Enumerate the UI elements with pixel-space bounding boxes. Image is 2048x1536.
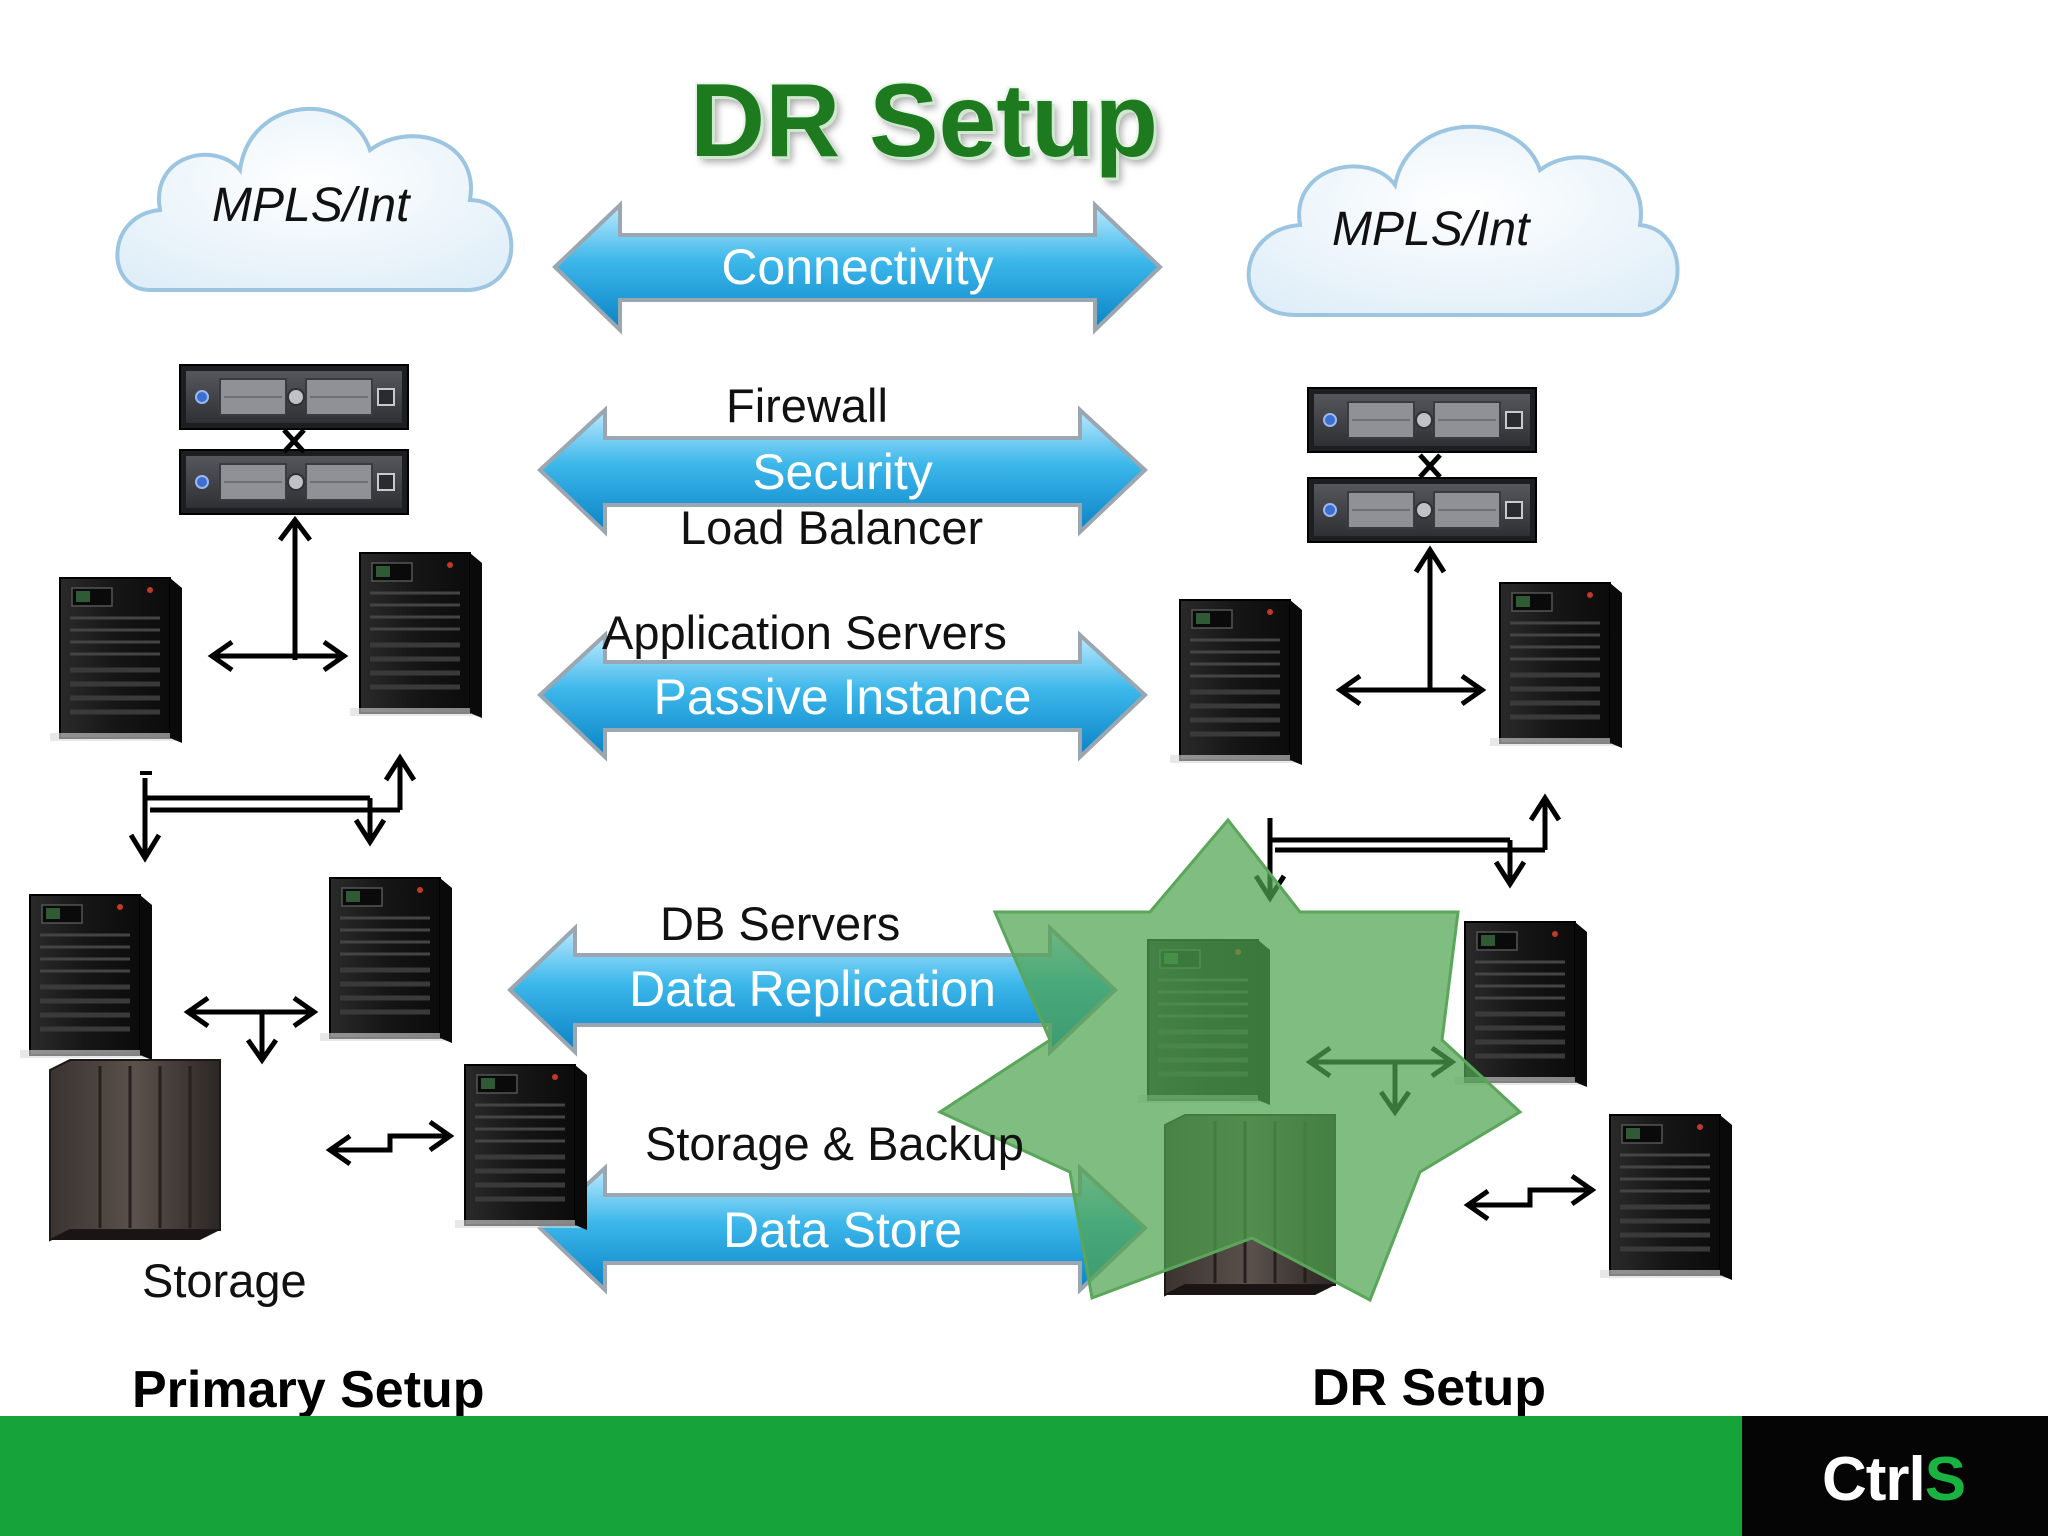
dr-setup-title: DR Setup — [1312, 1359, 1546, 1417]
backup-server-left — [455, 1065, 587, 1230]
page-title: DR Setup — [690, 63, 1158, 179]
firewall-left-bottom — [179, 449, 409, 515]
data-replication-label: Data Replication — [629, 961, 996, 1017]
footer-bar — [0, 1416, 1742, 1536]
firewall-right-bottom — [1307, 477, 1537, 543]
app-server-right-2 — [1490, 583, 1622, 748]
db-connector-left — [183, 995, 319, 1065]
security-label: Security — [752, 444, 933, 500]
logo-text: CtrlS — [1822, 1444, 1966, 1515]
ctrls-logo: CtrlS — [1742, 1416, 2048, 1536]
firewall-right-top — [1307, 387, 1537, 453]
cloud-right — [1246, 124, 1680, 317]
app-server-left-2 — [350, 553, 482, 718]
firewall-label: Firewall — [726, 379, 888, 432]
logo-main: Ctrl — [1822, 1445, 1926, 1514]
app-server-left-1 — [50, 578, 182, 743]
security-arrow — [537, 405, 1148, 537]
firewall-left-top — [179, 364, 409, 430]
app-db-connector-left — [128, 753, 417, 863]
storage-connector-left — [325, 1119, 455, 1167]
db-server-right-2 — [1455, 922, 1587, 1087]
storage-left — [48, 1058, 222, 1242]
passive-instance-arrow — [537, 630, 1148, 762]
storage-connector-right — [1463, 1173, 1597, 1222]
data-store-label: Data Store — [722, 1202, 962, 1258]
backup-server-right — [1600, 1115, 1732, 1280]
load-balancer-label: Load Balancer — [680, 501, 984, 554]
application-servers-label: Application Servers — [602, 606, 1007, 659]
app-connector-left — [207, 515, 349, 673]
passive-instance-label: Passive Instance — [653, 669, 1032, 725]
connectivity-label: Connectivity — [721, 239, 994, 295]
storage-backup-label: Storage & Backup — [645, 1117, 1024, 1170]
cloud-left-label: MPLS/Int — [212, 179, 410, 232]
app-connector-right — [1335, 545, 1487, 707]
cloud-left — [115, 106, 514, 292]
connectivity-arrow — [552, 200, 1163, 335]
firewall-left-cross — [282, 428, 306, 454]
highlight-star — [936, 817, 1523, 1303]
db-server-left-2 — [320, 878, 452, 1043]
app-server-right-1 — [1170, 600, 1302, 765]
db-server-left-1 — [20, 895, 152, 1060]
primary-setup-title: Primary Setup — [132, 1361, 485, 1419]
storage-label: Storage — [142, 1254, 307, 1307]
cloud-right-label: MPLS/Int — [1332, 203, 1530, 256]
db-servers-label: DB Servers — [660, 897, 901, 950]
logo-accent: S — [1924, 1445, 1966, 1514]
app-db-connector-right — [1253, 793, 1562, 903]
firewall-right-cross — [1418, 453, 1442, 479]
